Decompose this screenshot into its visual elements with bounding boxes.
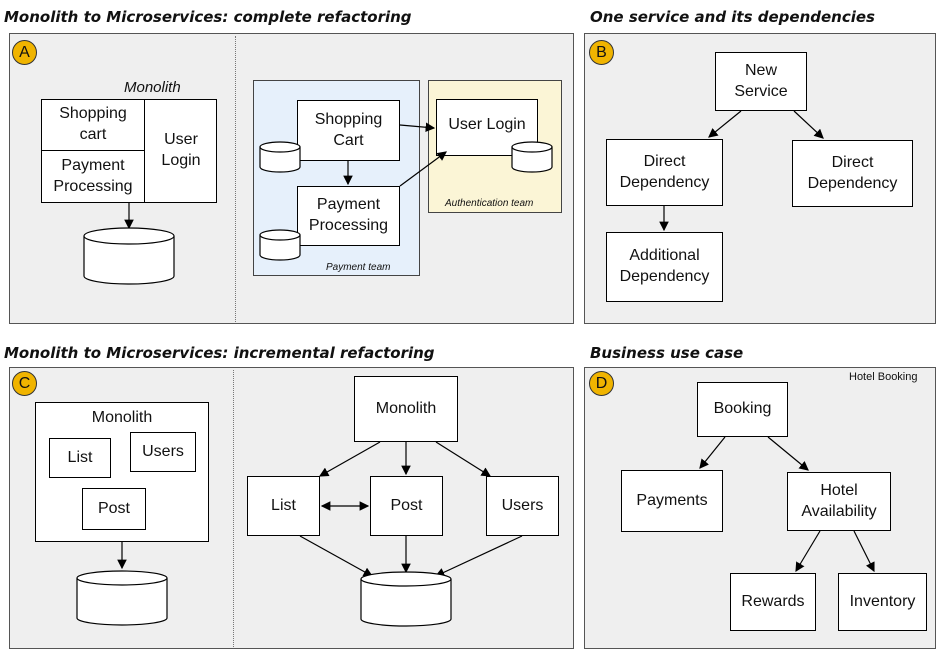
booking-box: Booking xyxy=(697,382,788,437)
users-service-box: Users xyxy=(486,476,559,536)
payments-box: Payments xyxy=(621,470,723,532)
inventory-box: Inventory xyxy=(838,573,927,631)
new-service-box: New Service xyxy=(715,52,807,111)
list-service-box: List xyxy=(247,476,320,536)
users-module: Users xyxy=(130,432,196,472)
panel-c-divider xyxy=(233,370,234,647)
badge-a: A xyxy=(12,40,37,65)
payment-processing-module: Payment Processing xyxy=(41,150,145,203)
shopping-cart-module: Shopping cart xyxy=(41,99,145,151)
rewards-box: Rewards xyxy=(730,573,816,631)
post-service-box: Post xyxy=(370,476,443,536)
section-title-d: Business use case xyxy=(590,344,744,362)
hotel-availability-box: Hotel Availability xyxy=(787,472,891,531)
monolith-service-box: Monolith xyxy=(354,376,458,442)
section-title-c: Monolith to Microservices: incremental r… xyxy=(4,344,435,362)
payment-team-label: Payment team xyxy=(326,262,391,273)
hotel-booking-label: Hotel Booking xyxy=(849,371,918,383)
direct-dependency-left-box: Direct Dependency xyxy=(606,139,723,206)
direct-dependency-right-box: Direct Dependency xyxy=(792,140,913,207)
badge-d: D xyxy=(589,371,614,396)
monolith-caption: Monolith xyxy=(124,79,181,96)
authentication-team-label: Authentication team xyxy=(445,198,534,209)
post-module: Post xyxy=(82,488,146,530)
badge-c: C xyxy=(12,371,37,396)
list-module: List xyxy=(49,438,111,478)
ms-payment-processing-service: Payment Processing xyxy=(297,186,400,246)
additional-dependency-box: Additional Dependency xyxy=(606,232,723,302)
panel-a-divider xyxy=(235,36,236,322)
ms-shopping-cart-service: Shopping Cart xyxy=(297,100,400,161)
section-title-a: Monolith to Microservices: complete refa… xyxy=(4,8,412,26)
user-login-module: User Login xyxy=(144,99,217,203)
badge-b: B xyxy=(589,40,614,65)
section-title-b: One service and its dependencies xyxy=(590,8,875,26)
ms-user-login-service: User Login xyxy=(436,99,538,156)
